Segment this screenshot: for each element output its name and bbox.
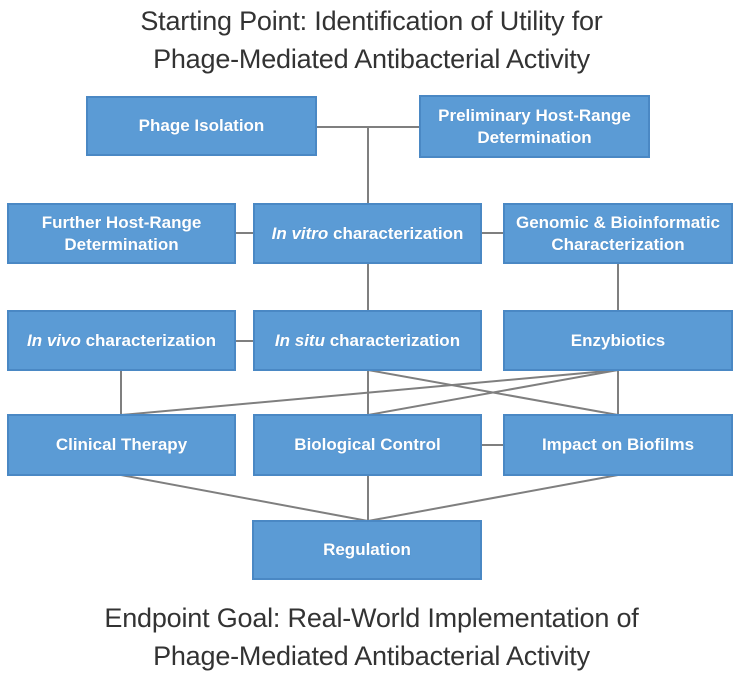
starting-point-title: Starting Point: Identification of Utilit… [0, 2, 743, 78]
edge-impact-on-biofilms-to-regulation [367, 474, 619, 522]
node-enzybiotics: Enzybiotics [503, 310, 733, 371]
node-clinical-therapy-label: Clinical Therapy [55, 435, 188, 455]
endpoint-goal-title-line1: Endpoint Goal: Real-World Implementation… [104, 603, 639, 633]
node-in-vivo-label: In vivo characterization [27, 330, 216, 350]
node-in-vitro-characterization: In vitro characterization [253, 203, 482, 264]
endpoint-goal-title-line2: Phage-Mediated Antibacterial Activity [153, 641, 590, 671]
node-further-host-range-determination: Further Host-Range Determination [7, 203, 236, 264]
node-in-situ-label: In situ characterization [274, 330, 461, 350]
node-biological-control-label: Biological Control [294, 435, 441, 455]
node-in-vivo-characterization: In vivo characterization [7, 310, 236, 371]
node-further-host-range-label: Further Host-Range Determination [41, 213, 202, 254]
node-clinical-therapy: Clinical Therapy [7, 414, 236, 476]
node-regulation: Regulation [252, 520, 482, 580]
endpoint-goal-title: Endpoint Goal: Real-World Implementation… [0, 599, 743, 675]
node-enzybiotics-label: Enzybiotics [570, 330, 666, 350]
node-genomic-bioinformatic-characterization: Genomic & Bioinformatic Characterization [503, 203, 733, 264]
node-phage-isolation-label: Phage Isolation [138, 116, 265, 136]
node-genomic-label: Genomic & Bioinformatic Characterization [515, 213, 721, 254]
edge-clinical-therapy-to-regulation [120, 474, 369, 522]
starting-point-title-line2: Phage-Mediated Antibacterial Activity [153, 44, 590, 74]
node-impact-on-biofilms-label: Impact on Biofilms [541, 435, 695, 455]
node-in-vitro-label: In vitro characterization [271, 223, 464, 243]
node-preliminary-host-range-label: Preliminary Host-Range Determination [438, 106, 631, 147]
node-regulation-label: Regulation [323, 540, 411, 560]
node-phage-isolation: Phage Isolation [86, 96, 317, 156]
node-impact-on-biofilms: Impact on Biofilms [503, 414, 733, 476]
starting-point-title-line1: Starting Point: Identification of Utilit… [140, 6, 603, 36]
edge-enzybiotics-to-biological-control [367, 369, 619, 416]
node-preliminary-host-range-determination: Preliminary Host-Range Determination [419, 95, 650, 158]
node-biological-control: Biological Control [253, 414, 482, 476]
node-in-situ-characterization: In situ characterization [253, 310, 482, 371]
edge-enzybiotics-to-clinical-therapy [120, 369, 619, 416]
